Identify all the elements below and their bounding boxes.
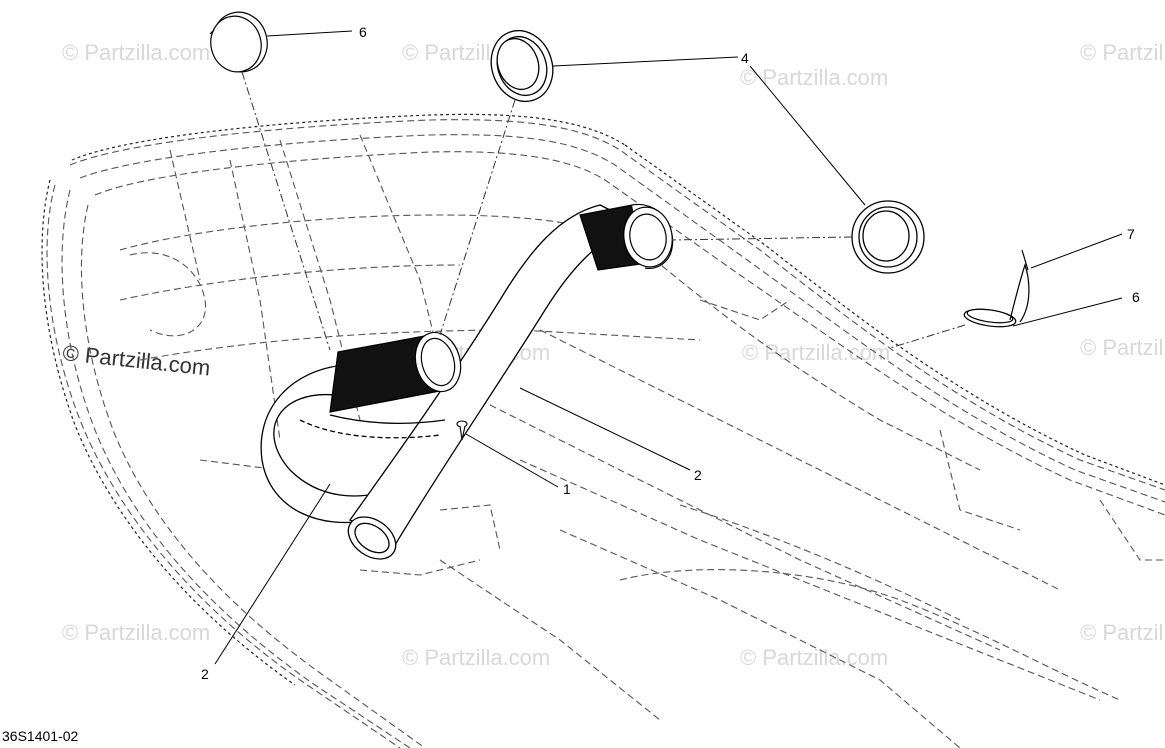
callout-6-top: 6 xyxy=(359,24,367,40)
callout-2-left: 2 xyxy=(201,666,209,682)
hose-sleeve-upper xyxy=(579,203,674,271)
ring-right xyxy=(851,200,925,274)
callout-4: 4 xyxy=(741,50,749,66)
callouts: 6 4 7 6 1 2 2 xyxy=(201,24,1140,682)
watermark: © Partzilla.com xyxy=(740,65,888,90)
hose-lower-end xyxy=(347,516,397,560)
screw-part xyxy=(456,420,468,441)
watermark: © Partzilla.com xyxy=(1080,40,1165,65)
watermark: © Partzilla.com xyxy=(1080,335,1165,360)
hull-body xyxy=(46,119,1165,748)
callout-1: 1 xyxy=(563,481,571,497)
callout-2-right: 2 xyxy=(694,467,702,483)
callout-7: 7 xyxy=(1127,226,1135,242)
leader-lines xyxy=(214,30,1123,665)
projection-lines xyxy=(241,71,966,351)
watermark: © Partzilla.com xyxy=(62,620,210,645)
watermark: © Partzilla.com xyxy=(1080,620,1165,645)
hull-rim xyxy=(41,113,1165,686)
callout-6-right: 6 xyxy=(1132,289,1140,305)
cap-top xyxy=(209,11,268,73)
cap-right xyxy=(963,249,1030,328)
hose-sleeve-middle xyxy=(329,331,462,413)
ring-top xyxy=(490,29,554,103)
watermark: © Partzilla.com xyxy=(402,645,550,670)
watermark: © Partzilla.com xyxy=(740,645,888,670)
watermark: © Partzilla.com xyxy=(62,40,210,65)
drawing-code: 36S1401-02 xyxy=(2,728,79,744)
watermark-dark: © Partzilla.com xyxy=(61,340,211,380)
watermark: © Partzilla.com xyxy=(742,340,890,365)
